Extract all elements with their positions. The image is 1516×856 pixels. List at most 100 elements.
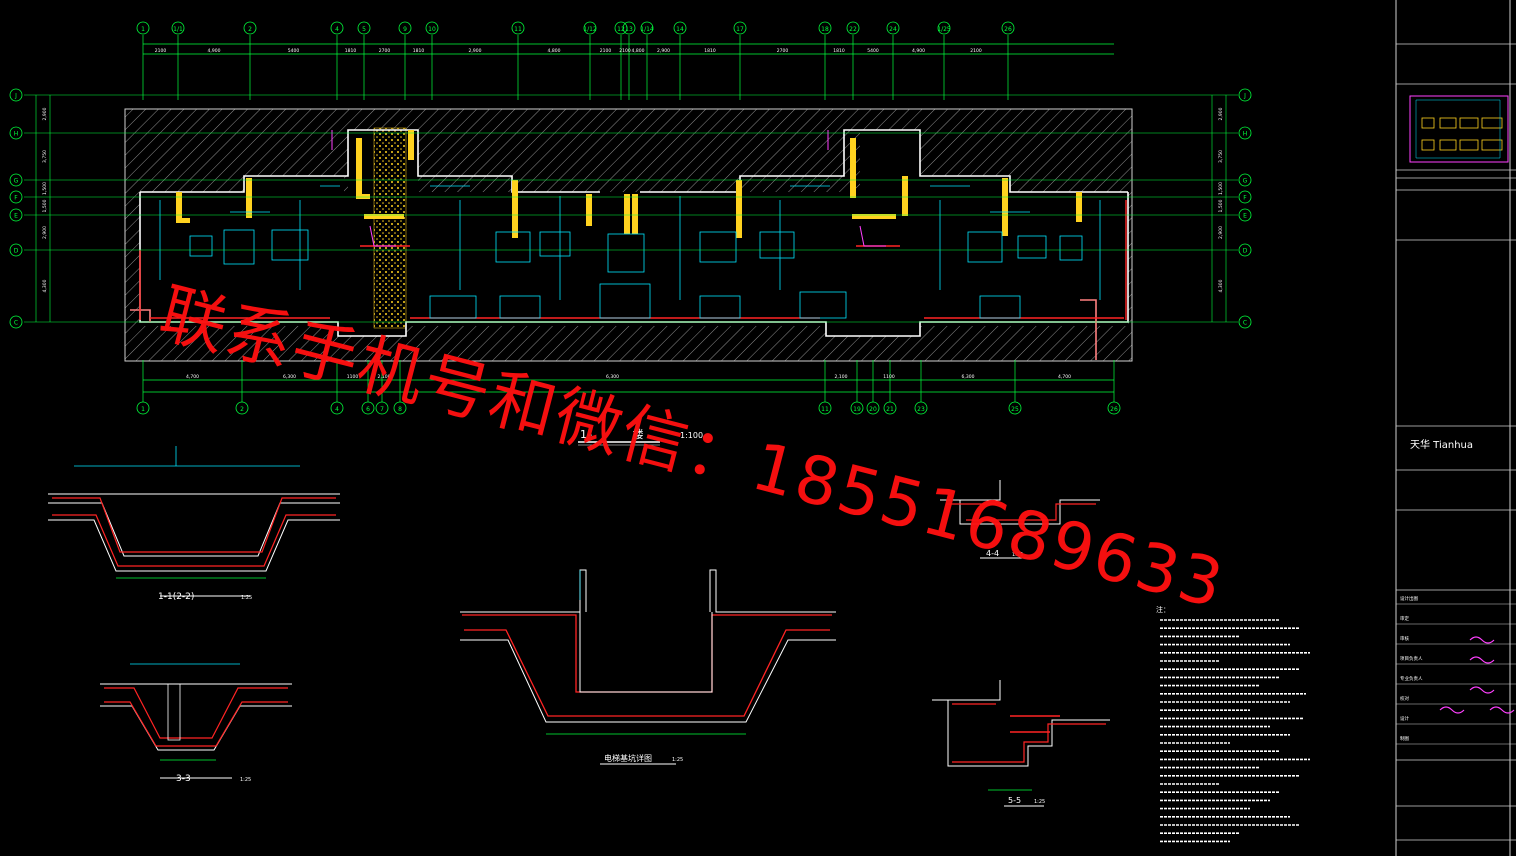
- elevator-pit-label: 电梯基坑详图: [604, 753, 652, 763]
- grid-bubble-top: [733, 21, 747, 35]
- grid-label-left: F: [14, 195, 18, 202]
- grid-label-left: J: [14, 93, 17, 100]
- grid-bubble-bottom: [1008, 401, 1022, 415]
- site-key-plan: [1409, 95, 1509, 163]
- grid-bubble-top: [511, 21, 525, 35]
- dim-left: 2,900: [42, 107, 48, 120]
- grid-label-left: H: [14, 131, 19, 138]
- section-1-1-label: 1-1(2-2): [158, 592, 194, 602]
- grid-label-bottom: 19: [853, 406, 861, 413]
- dim-top: 2700: [379, 48, 391, 54]
- grid-bubble-left: [9, 126, 23, 140]
- svg-text:1:25: 1:25: [241, 595, 252, 601]
- grid-label-top: 12: [617, 26, 625, 33]
- stair-core-fill: [373, 127, 407, 329]
- grid-bubble-top: [583, 21, 597, 35]
- dim-bottom: 6,300: [283, 374, 296, 380]
- dim-top: 2100: [619, 48, 631, 54]
- grid-bubble-bottom: [375, 401, 389, 415]
- grid-bubble-bottom: [914, 401, 928, 415]
- dim-top: 2100: [600, 48, 612, 54]
- title-block-row-label: 校对: [1400, 695, 1409, 702]
- grid-label-top: 13: [625, 26, 633, 33]
- grid-bubble-top: [357, 21, 371, 35]
- notes-header: 注：: [1156, 605, 1170, 614]
- grid-label-top: 11: [514, 26, 522, 33]
- grid-bubble-right: [1238, 173, 1252, 187]
- dim-top: 5400: [288, 48, 300, 54]
- grid-label-bottom: 1: [141, 406, 145, 413]
- grid-label-top: 1/12: [583, 26, 597, 33]
- grid-bubble-right: [1238, 208, 1252, 222]
- grid-bubble-top: [937, 21, 951, 35]
- dim-left: 1,500: [42, 182, 48, 195]
- grid-label-bottom: 2: [240, 406, 244, 413]
- section-4-4: 4-4 1:25: [940, 480, 1100, 559]
- plan-magenta-marks: [331, 130, 886, 247]
- dim-top: 4,800: [548, 48, 561, 54]
- grid-label-bottom: 6: [366, 406, 370, 413]
- dim-top: 2,900: [469, 48, 482, 54]
- signatures: [1439, 636, 1515, 714]
- plan-title: 1–楼 1:100: [578, 427, 703, 446]
- grid-label-top: 24: [889, 26, 897, 33]
- section-4-4-label: 4-4: [986, 549, 999, 558]
- dim-bottom: 6,300: [962, 374, 975, 380]
- dim-top: 4,900: [912, 48, 925, 54]
- grid-label-top: 2: [248, 26, 252, 33]
- dim-top: 4,900: [208, 48, 221, 54]
- section-3-3-label: 3-3: [176, 774, 191, 784]
- grid-label-bottom: 21: [886, 406, 894, 413]
- grid-label-bottom: 26: [1110, 406, 1118, 413]
- title-block-row-label: 专业负责人: [1400, 675, 1423, 682]
- grid-label-top: 1/25: [937, 26, 951, 33]
- title-block-row-label: 设计出图: [1400, 595, 1418, 602]
- grid-bubble-bottom: [818, 401, 832, 415]
- dim-right: 1,500: [1218, 182, 1224, 195]
- dim-bottom: 2,100: [835, 374, 848, 380]
- grid-label-bottom: 8: [398, 406, 402, 413]
- grid-bubble-left: [9, 88, 23, 102]
- dim-bottom: 2,100: [378, 374, 391, 380]
- dim-left: 3,750: [42, 150, 48, 163]
- grid-bubble-top: [673, 21, 687, 35]
- grid-label-right: E: [1243, 213, 1247, 220]
- grid-label-top: 22: [849, 26, 857, 33]
- grid-label-bottom: 4: [335, 406, 339, 413]
- grid-label-bottom: 23: [917, 406, 925, 413]
- dim-top: 2,900: [657, 48, 670, 54]
- grid-label-top: 4: [335, 26, 339, 33]
- dim-top: 1810: [413, 48, 425, 54]
- grid-bubble-left: [9, 243, 23, 257]
- section-5-5-label: 5-5: [1008, 796, 1021, 805]
- svg-text:1:25: 1:25: [1034, 799, 1045, 805]
- dim-left: 4,300: [42, 279, 48, 292]
- grid-label-bottom: 20: [869, 406, 877, 413]
- grid-label-right: F: [1243, 195, 1247, 202]
- grid-bubble-top: [398, 21, 412, 35]
- plan-columns: [176, 130, 1082, 238]
- dim-top: 4,800: [632, 48, 645, 54]
- grid-label-left: D: [14, 248, 19, 255]
- grid-label-top: 1/1: [173, 26, 183, 33]
- dim-left: 2,900: [42, 226, 48, 239]
- dim-bottom: 6,300: [606, 374, 619, 380]
- grid-bubble-top: [136, 21, 150, 35]
- dim-bottom: 1100: [883, 374, 895, 380]
- grid-bubble-bottom: [330, 401, 344, 415]
- grid-label-right: J: [1243, 93, 1246, 100]
- plan-title-scale: 1:100: [680, 431, 703, 440]
- title-block-row-label: 项目负责人: [1400, 655, 1423, 662]
- grid-bubble-right: [1238, 243, 1252, 257]
- grid-label-right: H: [1243, 131, 1248, 138]
- company-logo: 天华 Tianhua: [1410, 438, 1473, 451]
- grid-bubble-left: [9, 315, 23, 329]
- svg-text:1:25: 1:25: [672, 757, 683, 763]
- grid-bubble-top: [171, 21, 185, 35]
- grid-bubble-top: [818, 21, 832, 35]
- notes-text-lines: [1160, 619, 1310, 843]
